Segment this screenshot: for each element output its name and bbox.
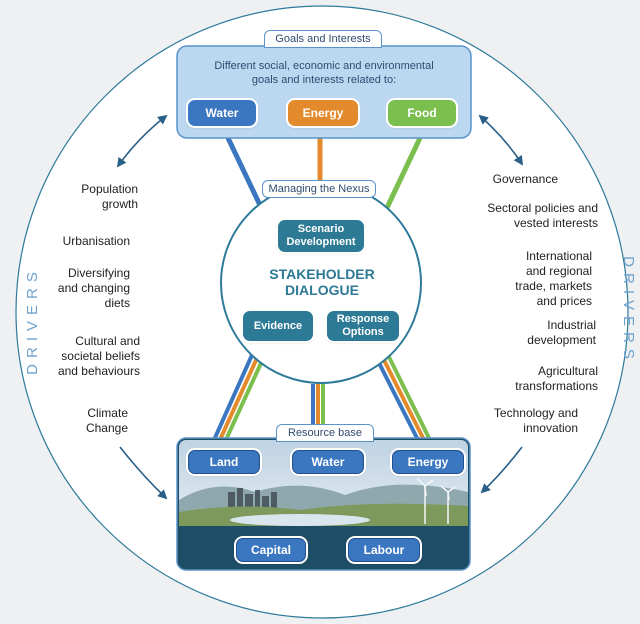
driver-agricultural-transformations: Agricultural transformations — [478, 364, 598, 394]
driver-text-line: Urbanisation — [62, 234, 130, 248]
arrow-top-left — [116, 114, 168, 168]
driver-text-line: and prices — [536, 294, 592, 308]
resource-tab: Resource base — [276, 424, 374, 442]
goal-food-button[interactable]: Food — [388, 100, 456, 126]
driver-climate-change: Climate Change — [40, 406, 128, 436]
driver-text-line: and regional — [525, 264, 592, 278]
scenario-line1: Scenario — [297, 223, 345, 235]
driver-diets: Diversifying and changing diets — [40, 266, 130, 311]
driver-text-line: diets — [104, 296, 130, 310]
driver-text-line: Agricultural — [537, 364, 598, 378]
food-connector-top — [382, 136, 423, 214]
arrow-bottom-right — [480, 446, 523, 494]
driver-text-line: societal beliefs — [61, 349, 140, 363]
response-line2: Options — [342, 326, 384, 338]
landscape-city — [228, 488, 277, 514]
driver-text-line: Climate — [87, 406, 128, 420]
stakeholder-dialogue: STAKEHOLDER DIALOGUE — [252, 266, 392, 298]
driver-text-line: and changing — [57, 281, 130, 295]
driver-text-line: Industrial — [547, 318, 596, 332]
goals-description: Different social, economic and environme… — [180, 59, 468, 87]
driver-text-line: transformations — [515, 379, 598, 393]
driver-text-line: Cultural and — [75, 334, 140, 348]
goals-description-line1: Different social, economic and environme… — [214, 60, 434, 72]
arrow-bottom-left — [119, 446, 168, 500]
wind-turbines — [416, 477, 456, 524]
stakeholder-line2: DIALOGUE — [285, 282, 359, 298]
driver-text-line: Technology and — [493, 406, 578, 420]
driver-text-line: Diversifying — [67, 266, 130, 280]
driver-text-line: innovation — [523, 421, 578, 435]
driver-text-line: Governance — [492, 172, 558, 186]
driver-text-line: development — [527, 333, 596, 347]
resource-labour-button[interactable]: Labour — [348, 538, 420, 562]
driver-text-line: Change — [85, 421, 128, 435]
evidence-button[interactable]: Evidence — [243, 311, 313, 341]
driver-technology-innovation: Technology and innovation — [464, 406, 578, 436]
resource-land-button[interactable]: Land — [188, 450, 260, 474]
driver-cultural-beliefs: Cultural and societal beliefs and behavi… — [40, 334, 140, 379]
driver-sectoral-policies: Sectoral policies and vested interests — [458, 201, 598, 231]
drivers-label-right: DRIVERS — [619, 256, 637, 365]
landscape-lake — [230, 514, 370, 526]
driver-industrial-development: Industrial development — [488, 318, 596, 348]
driver-trade-markets: International and regional trade, market… — [488, 249, 592, 309]
driver-text-line: International — [525, 249, 592, 263]
drivers-label-left: DRIVERS — [23, 266, 41, 375]
driver-text-line: and behaviours — [57, 364, 140, 378]
left-bottom-connectors — [212, 354, 264, 445]
driver-urbanisation: Urbanisation — [40, 234, 130, 249]
arrow-top-right — [478, 114, 524, 166]
resource-capital-button[interactable]: Capital — [236, 538, 306, 562]
goals-tab: Goals and Interests — [264, 30, 382, 48]
driver-population-growth: Population growth — [50, 182, 138, 212]
driver-text-line: trade, markets — [515, 279, 592, 293]
driver-text-line: Sectoral policies and — [487, 201, 598, 215]
goals-description-line2: goals and interests related to: — [251, 74, 397, 86]
scenario-line2: Development — [286, 236, 356, 248]
driver-governance: Governance — [470, 172, 558, 187]
goal-water-button[interactable]: Water — [188, 100, 256, 126]
driver-text-line: growth — [101, 197, 138, 211]
response-options-button[interactable]: Response Options — [327, 311, 399, 341]
resource-energy-button[interactable]: Energy — [392, 450, 464, 474]
scenario-development-button[interactable]: Scenario Development — [278, 220, 364, 252]
response-line1: Response — [336, 313, 390, 325]
driver-text-line: Population — [81, 182, 138, 196]
resource-water-button[interactable]: Water — [292, 450, 364, 474]
nexus-tab: Managing the Nexus — [262, 180, 376, 198]
right-bottom-connectors — [376, 354, 432, 445]
driver-text-line: vested interests — [513, 216, 598, 230]
goal-energy-button[interactable]: Energy — [288, 100, 358, 126]
stakeholder-line1: STAKEHOLDER — [269, 266, 375, 282]
